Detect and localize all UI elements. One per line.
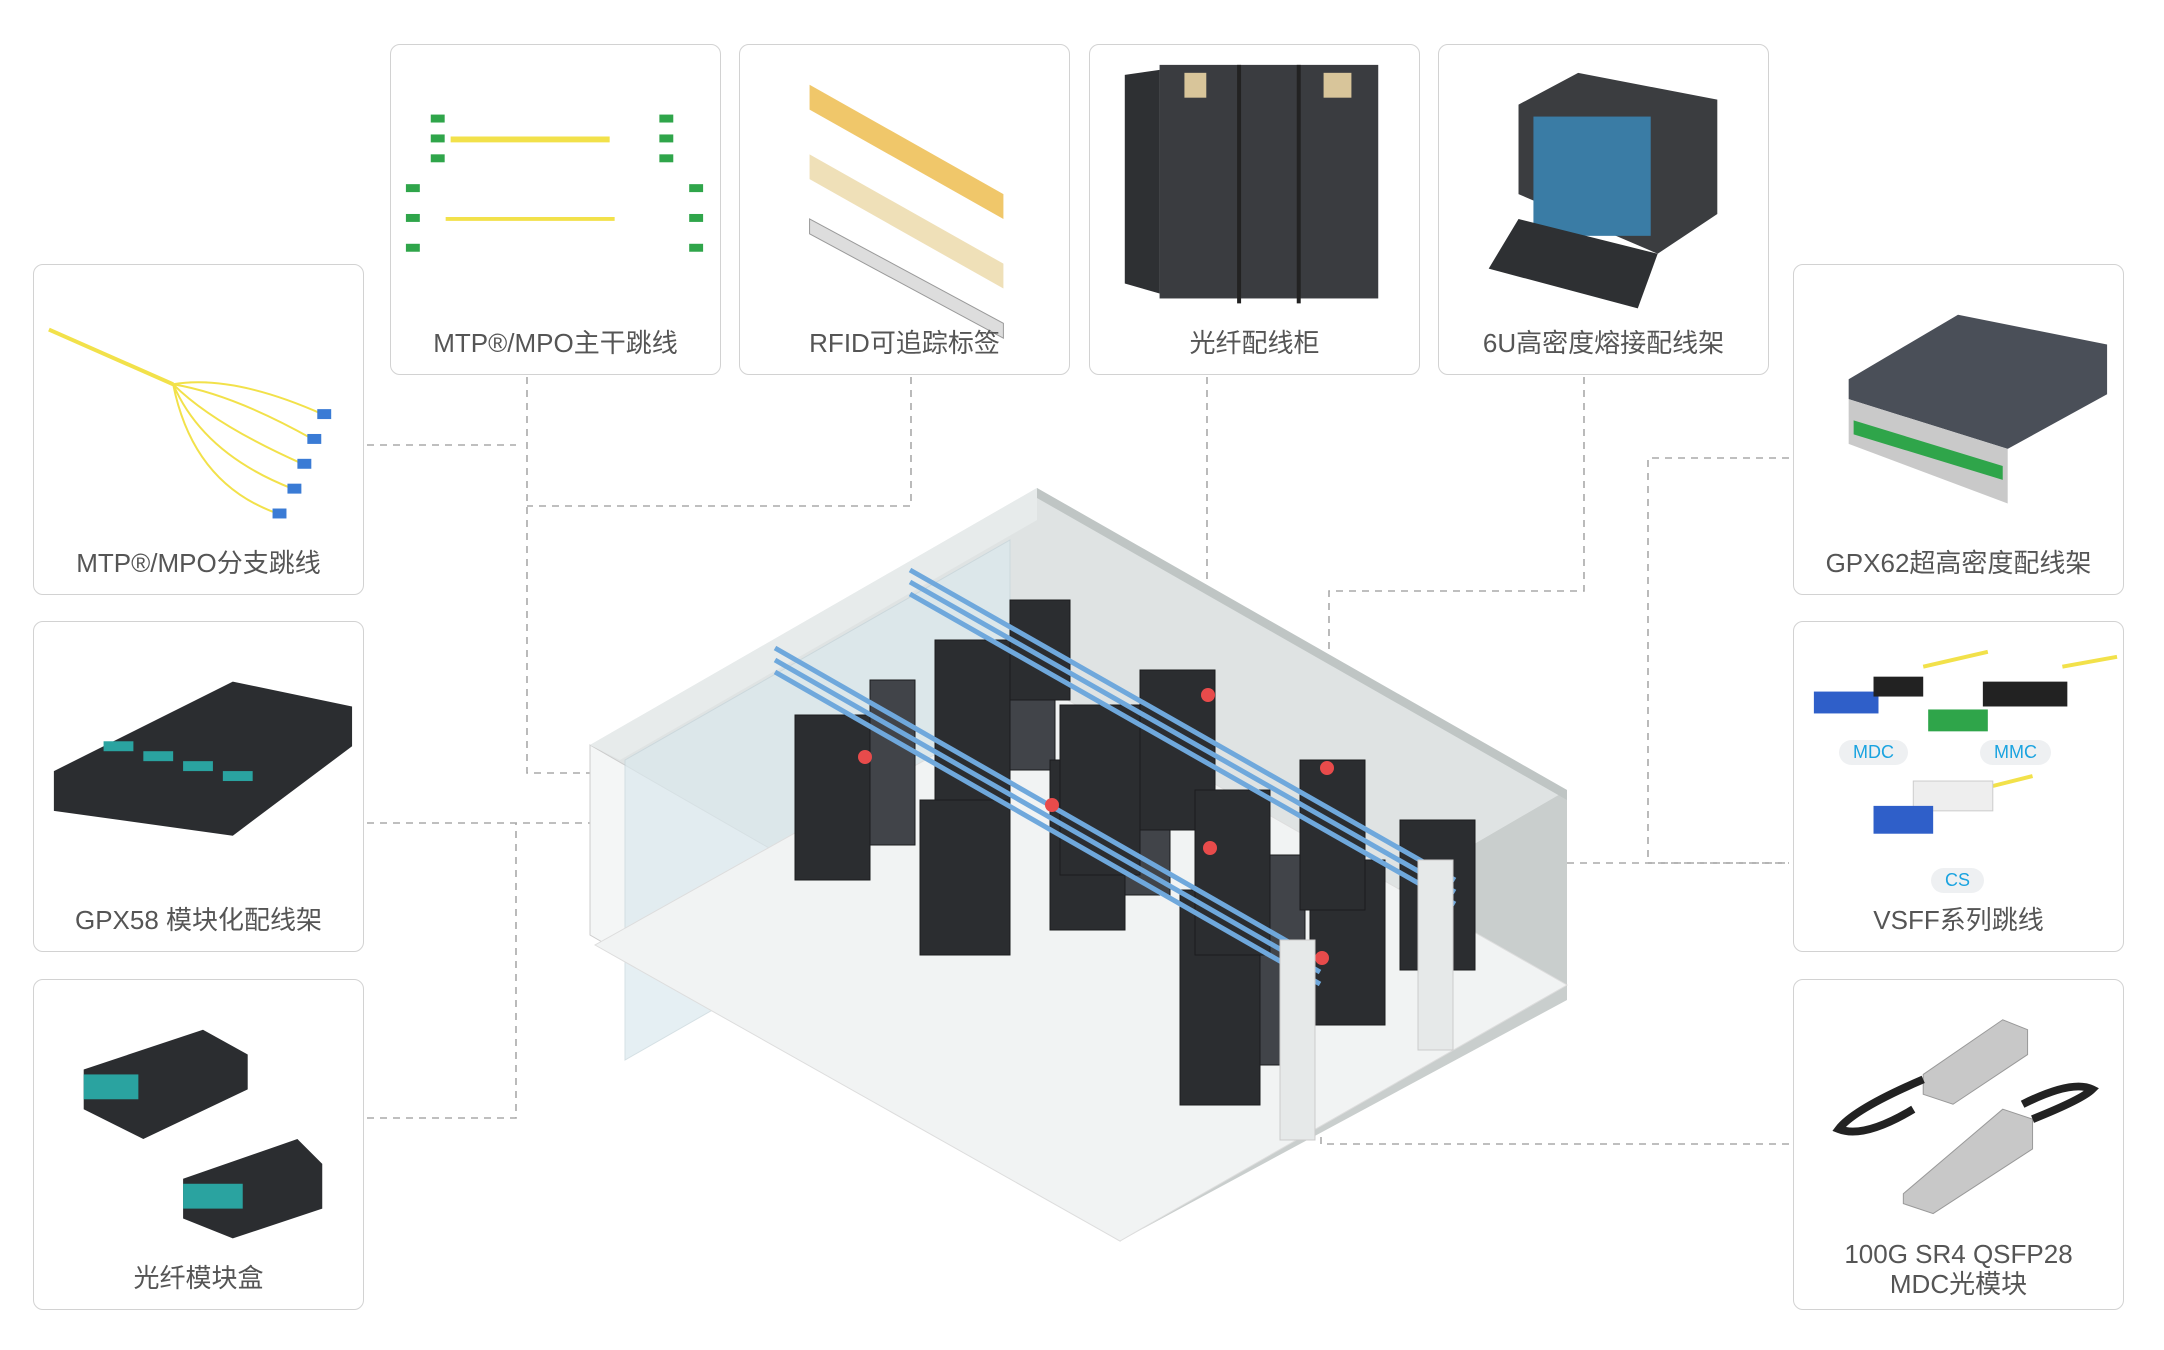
connector-tag-cs: CS bbox=[1931, 868, 1985, 893]
product-label: 光纤配线柜 bbox=[1189, 328, 1320, 358]
cable-trays bbox=[773, 567, 1457, 987]
product-label: MTP®/MPO主干跳线 bbox=[433, 328, 678, 358]
connector-tag-mmc: MMC bbox=[1980, 740, 2051, 765]
connector-tag-mdc: MDC bbox=[1839, 740, 1908, 765]
product-card-cassette[interactable]: 光纤模块盒 bbox=[33, 979, 364, 1310]
product-card-cabinet[interactable]: 光纤配线柜 bbox=[1089, 44, 1420, 375]
product-card-qsfp28[interactable]: 100G SR4 QSFP28 MDC光模块 bbox=[1793, 979, 2124, 1310]
mtp-breakout-cable-image bbox=[48, 327, 332, 519]
qsfp28-transceiver-image bbox=[1832, 1019, 2099, 1215]
product-card-rfid[interactable]: RFID可追踪标签 bbox=[739, 44, 1070, 375]
product-card-gpx62[interactable]: GPX62超高密度配线架 bbox=[1793, 264, 2124, 595]
fiber-cabinet-image bbox=[1124, 64, 1379, 304]
product-card-mtp-trunk[interactable]: MTP®/MPO主干跳线 bbox=[390, 44, 721, 375]
product-label: GPX58 模块化配线架 bbox=[74, 905, 323, 935]
product-label-line: 100G SR4 QSFP28 bbox=[1844, 1239, 2073, 1269]
product-card-vsff[interactable]: MDC MMC CS VSFF系列跳线 bbox=[1793, 621, 2124, 952]
product-label-line: MDC光模块 bbox=[1889, 1269, 2028, 1299]
product-card-6u-splice[interactable]: 6U高密度熔接配线架 bbox=[1438, 44, 1769, 375]
product-label: MTP®/MPO分支跳线 bbox=[76, 548, 321, 578]
product-label: GPX62超高密度配线架 bbox=[1825, 548, 2092, 578]
gpx62-panel-image bbox=[1848, 314, 2108, 504]
product-label: 6U高密度熔接配线架 bbox=[1482, 328, 1725, 358]
product-card-mtp-breakout[interactable]: MTP®/MPO分支跳线 bbox=[33, 264, 364, 595]
product-label: RFID可追踪标签 bbox=[809, 328, 1000, 358]
rfid-tag-image bbox=[809, 84, 1004, 340]
product-label: 100G SR4 QSFP28 MDC光模块 bbox=[1794, 1239, 2123, 1299]
fiber-cassette-image bbox=[83, 1029, 323, 1239]
product-label: VSFF系列跳线 bbox=[1873, 905, 2044, 935]
server-room bbox=[589, 488, 1569, 1242]
gpx58-panel-image bbox=[53, 681, 353, 836]
product-card-gpx58[interactable]: GPX58 模块化配线架 bbox=[33, 621, 364, 952]
mtp-trunk-cable-image bbox=[405, 114, 704, 252]
vsff-connectors-image bbox=[1813, 649, 2118, 834]
splice-enclosure-image bbox=[1488, 72, 1718, 309]
location-markers bbox=[858, 688, 1334, 965]
product-label: 光纤模块盒 bbox=[133, 1263, 264, 1293]
